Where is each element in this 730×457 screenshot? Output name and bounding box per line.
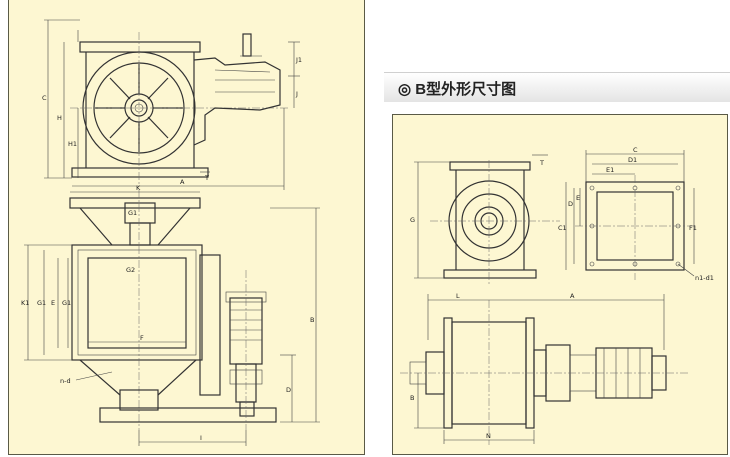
b-side-dimensions: L A B N [410,292,665,444]
dim-r-n: N [486,432,491,440]
dim-r-c1: C1 [558,224,567,232]
dim-a: A [180,178,185,186]
side-dimensions: K G1 G2 K1 G1 E G1 F B D n-d I [21,184,320,446]
dim-g2: G2 [126,266,135,274]
dim-g1-b: G1 [37,299,46,307]
dim-e: E [51,299,55,307]
dim-d: D [286,386,291,394]
section-header: ◎ B型外形尺寸图 [384,72,730,102]
side-body-view [69,190,277,430]
front-view-drawing-panel [8,0,365,455]
dim-r-g: G [410,216,415,224]
dim-n-d: n-d [60,377,71,385]
dim-b: B [310,316,314,324]
b-front-view [430,160,560,285]
dim-i: I [200,434,202,442]
b-flange-dimensions: C D1 E1 C1 D E F1 n1-d1 [558,146,714,282]
b-flange-view [575,175,695,280]
dim-t: T [204,174,209,182]
top-wheel-view [70,32,290,184]
dim-g1: G1 [128,209,137,217]
dim-k1: K1 [21,299,29,307]
b-front-dimensions: G T [410,154,548,279]
section-title: ◎ B型外形尺寸图 [398,81,517,98]
dim-r-e: E [576,194,580,202]
b-side-view [400,300,690,445]
dim-h: H [57,114,62,122]
dim-r-a: A [570,292,575,300]
top-dimensions: C H H1 A T J1 J [42,19,302,190]
dim-j: J [295,90,298,98]
dim-k: K [136,184,141,192]
dim-r-n1-d1: n1-d1 [695,274,714,282]
dim-c: C [42,94,47,102]
dim-f: F [140,334,144,342]
dim-r-l: L [456,292,460,300]
dim-r-b: B [410,394,414,402]
dim-r-f1: F1 [689,224,697,232]
dim-r-d: D [568,200,573,208]
dim-g1-c: G1 [62,299,71,307]
dim-r-t: T [539,159,544,167]
dim-j1: J1 [295,56,302,64]
dim-r-c: C [633,146,638,154]
b-type-drawing-panel [392,114,728,455]
dim-h1: H1 [68,140,77,148]
dim-r-e1: E1 [606,166,614,174]
dim-r-d1: D1 [628,156,637,164]
